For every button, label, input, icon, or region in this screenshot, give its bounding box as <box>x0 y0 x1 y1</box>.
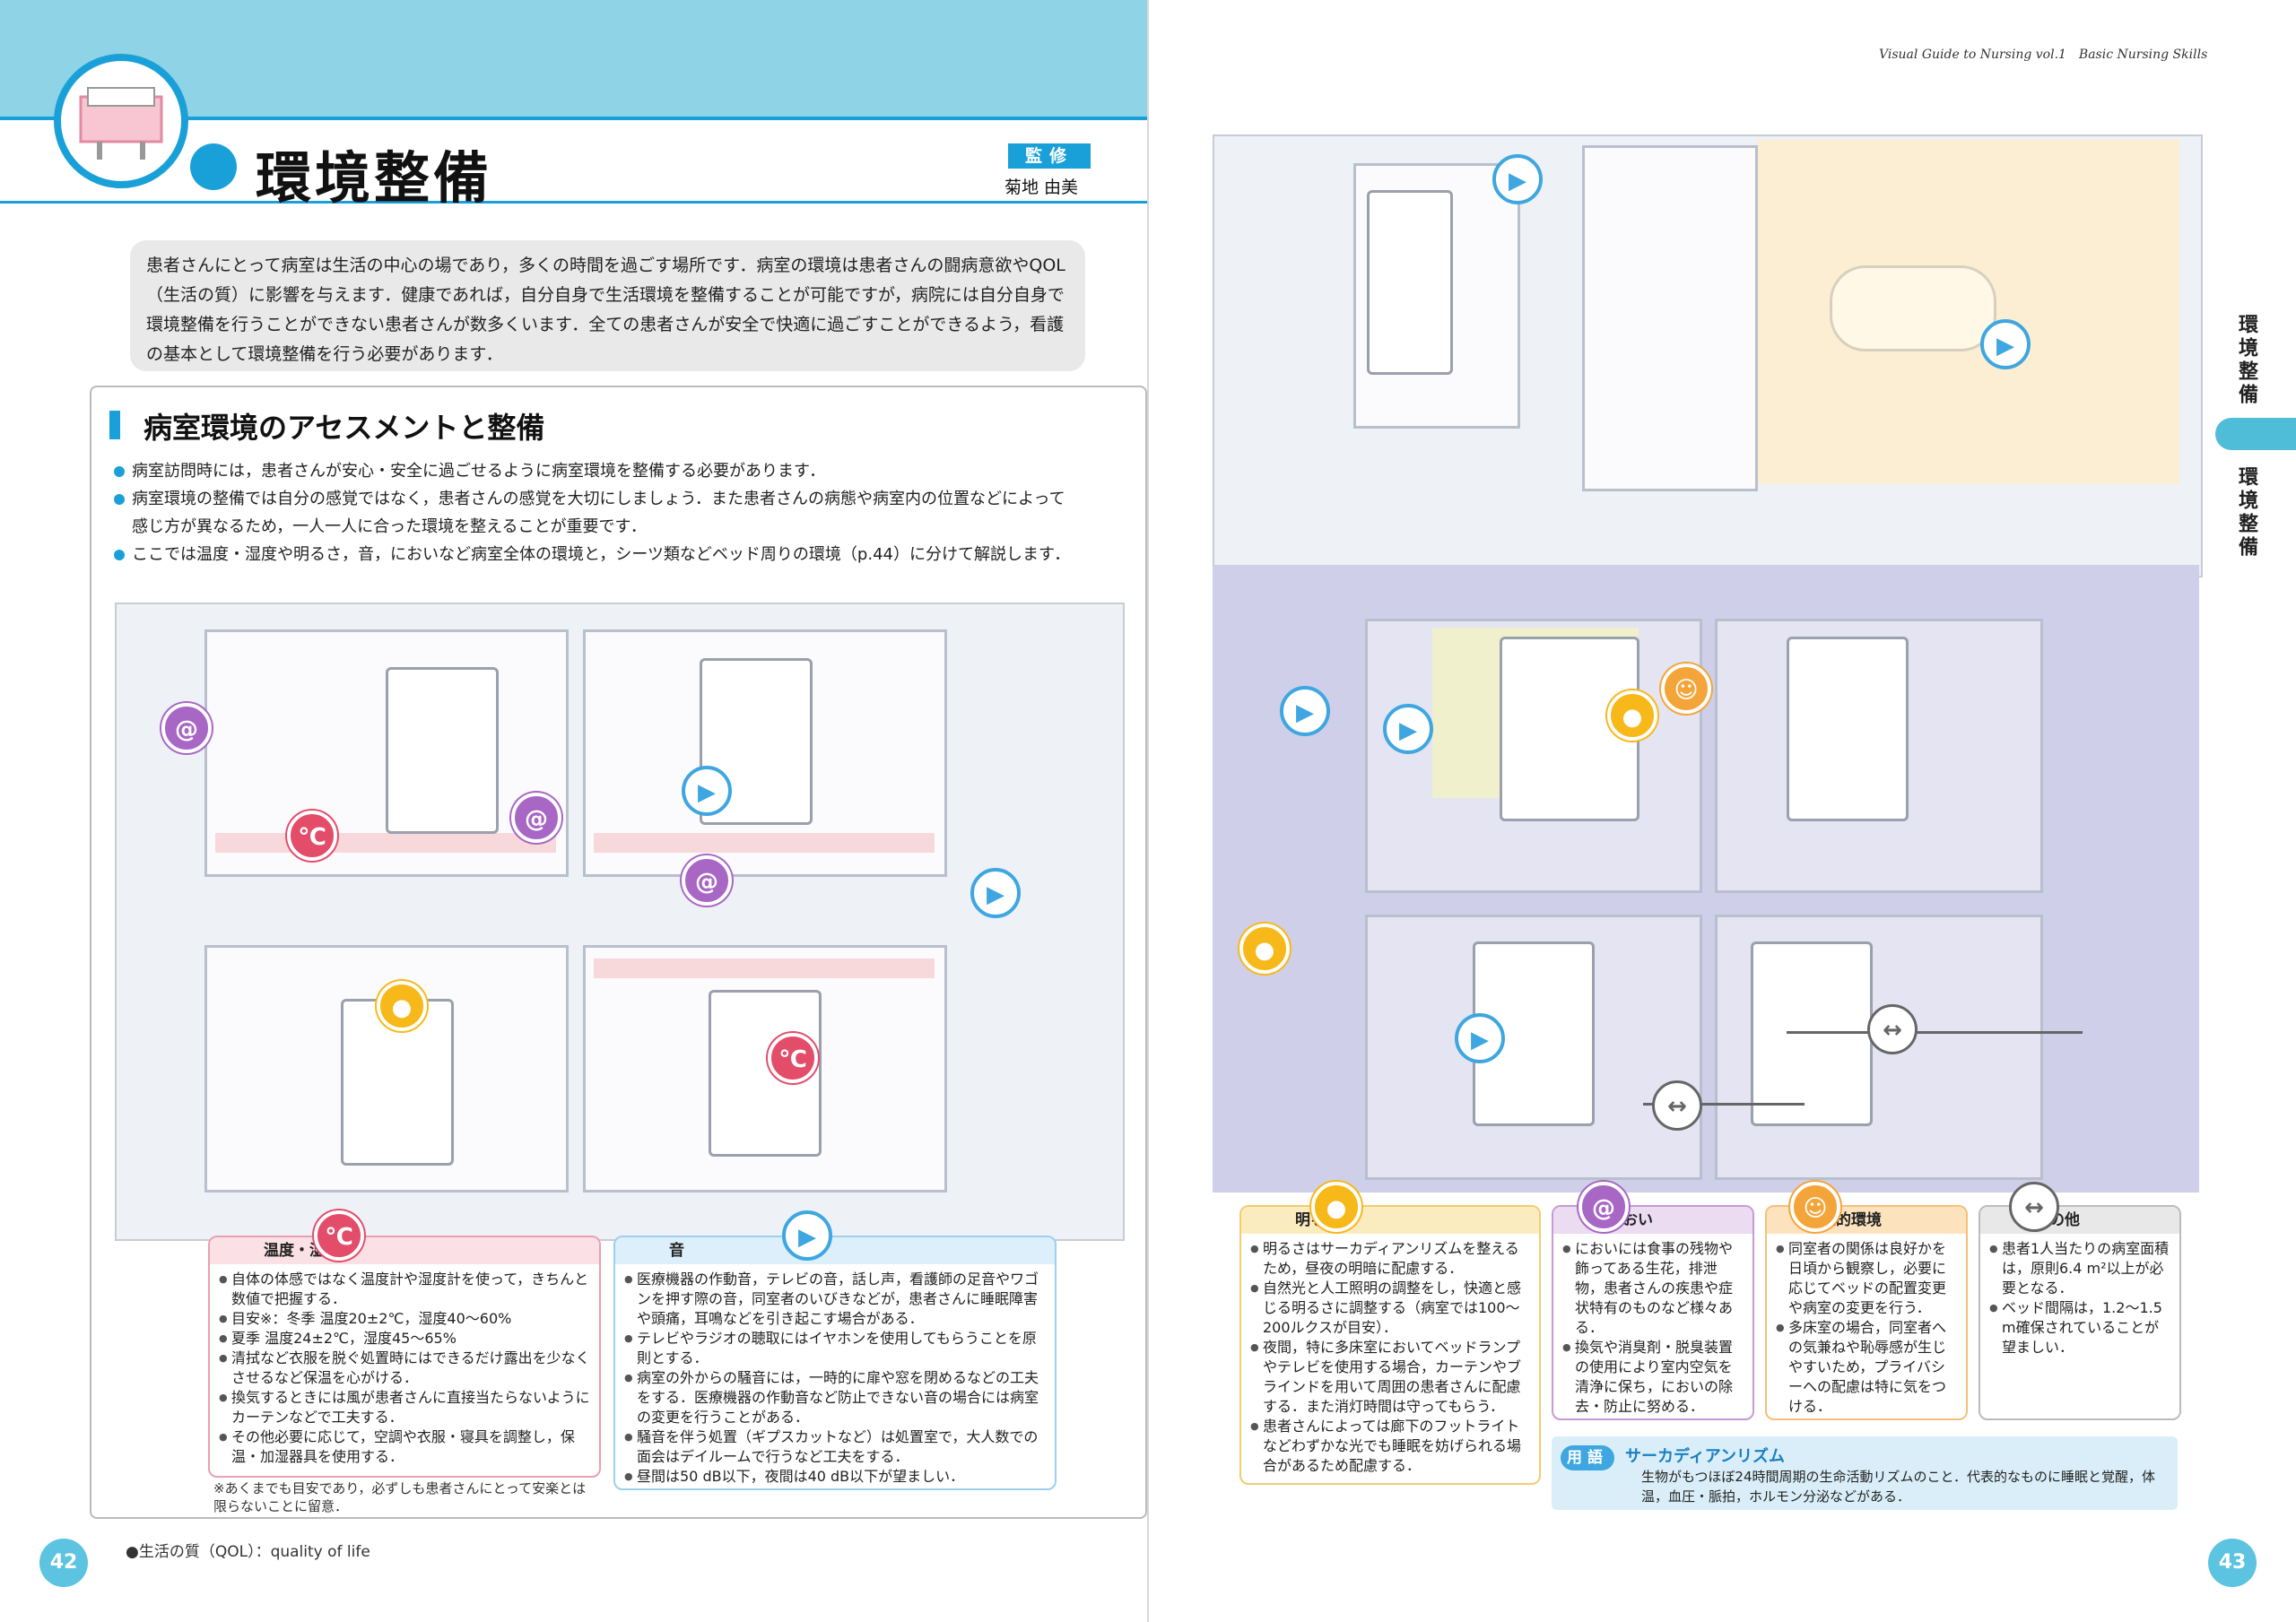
bullet-item: 病室環境の整備では自分の感覚ではなく，患者さんの感覚を大切にしましょう．また患者… <box>112 485 1081 541</box>
temp-item: 清拭など衣服を脱ぐ処置時にはできるだけ露出を少なくさせるなど保温を心がける． <box>219 1349 590 1388</box>
speaker-icon: ▶ <box>1492 154 1543 204</box>
bullet-item: 病室訪問時には，患者さんが安心・安全に過ごせるように病室環境を整備する必要があり… <box>112 457 1081 485</box>
distance-icon: ↔ <box>1867 1004 1918 1054</box>
side-tab-label: 環境整備 <box>2235 314 2257 407</box>
glossary-text: 生物がもつほぼ24時間周期の生命活動リズムのこと．代表的なものに睡眠と覚醒，体温… <box>1641 1469 2156 1505</box>
sound-item: 病室の外からの騒音には，一時的に扉や窓を閉めるなどの工夫をする．医療機器の作動音… <box>624 1368 1046 1427</box>
thermometer-icon: ℃ <box>768 1033 818 1083</box>
page-number-right: 43 <box>2208 1539 2257 1587</box>
day-room: ▶ <box>1758 140 2179 484</box>
ward-floor-plan-right: ▶ ▶ ☺ ● ● ▶ ↔ ↔ <box>1213 565 2199 1193</box>
odor-swirl-icon: @ <box>1578 1182 1629 1232</box>
curtain <box>594 958 935 978</box>
page-number-left: 42 <box>39 1539 88 1587</box>
glossary-badge: 用語 <box>1561 1445 1614 1470</box>
bed <box>1500 637 1639 821</box>
sound-item: テレビやラジオの聴取にはイヤホンを使用してもらうことを原則とする． <box>624 1329 1046 1368</box>
distance-arrow <box>1643 1103 1805 1106</box>
footnote: ●生活の質（QOL）：quality of life <box>126 1543 370 1561</box>
distance-arrow <box>1787 1031 2083 1034</box>
section-bullets: 病室訪問時には，患者さんが安心・安全に過ごせるように病室環境を整備する必要があり… <box>112 457 1081 568</box>
bed <box>709 990 822 1157</box>
curtain <box>594 833 935 853</box>
bed-illustration-icon <box>54 54 188 188</box>
light-item: 自然光と人工照明の調整をし，快適と感じる明るさに調整する（病室では100〜200… <box>1250 1279 1530 1338</box>
glossary-box <box>1552 1436 2178 1510</box>
sound-item: 医療機器の作動音，テレビの音，話し声，看護師の足音やワゴンを押す際の音，同室者の… <box>624 1270 1046 1329</box>
temp-box: 温度・湿度 自体の体感ではなく温度計や湿度計を使って，きちんと数値で把握する． … <box>208 1236 601 1478</box>
side-tab-label: 環境整備 <box>2235 466 2257 559</box>
odor-swirl-icon: @ <box>511 793 561 843</box>
page-title: 環境整備 <box>256 145 493 211</box>
lamp-icon: ● <box>1239 924 1290 974</box>
sound-item: 騒音を伴う処置（ギプスカットなど）は処置室で，大人数での面会はデイルームで行うな… <box>624 1427 1046 1467</box>
speaker-icon: ▶ <box>782 1210 832 1261</box>
people-icon: ☺ <box>1661 664 1711 714</box>
light-item: 夜間，特に多床室においてベッドランプやテレビを使用する場合，カーテンやブラインド… <box>1250 1338 1530 1417</box>
thermometer-icon: ℃ <box>287 811 337 861</box>
speaker-icon: ▶ <box>1280 686 1330 736</box>
other-item: 患者1人当たりの病室面積は，原則6.4 m²以上が必要となる． <box>1989 1239 2170 1298</box>
sound-item: 昼間は50 dB以下，夜間は40 dB以下が望ましい． <box>624 1467 1046 1487</box>
corridor-cabinet <box>1582 145 1758 491</box>
distance-icon: ↔ <box>1652 1080 1702 1131</box>
light-item: 患者さんによっては廊下のフットライトなどわずかな光でも睡眠を妨げられる場合がある… <box>1250 1417 1530 1476</box>
temp-item: その他必要に応じて，空調や衣服・寝具を調整し，保温・加湿器具を使用する． <box>219 1427 590 1467</box>
bullet-item: ここでは温度・湿度や明るさ，音，においなど病室全体の環境と，シーツ類などベッド周… <box>112 541 1081 568</box>
header-line <box>0 117 1148 120</box>
odor-swirl-icon: @ <box>682 855 732 906</box>
title-underline <box>0 201 1148 204</box>
temp-box-title: 温度・湿度 <box>210 1237 599 1264</box>
odor-item: においには食事の残物や飾ってある生花，排泄物，患者さんの疾患や症状特有のものなど… <box>1562 1239 1744 1338</box>
human-box: 人的環境 同室者の関係は良好かを日頃から観察し，必要に応じてベッドの配置変更や病… <box>1765 1205 1968 1420</box>
glossary-title: サーカディアンリズム <box>1625 1447 1786 1466</box>
lamp-icon: ● <box>1311 1182 1361 1232</box>
speaker-icon: ▶ <box>682 766 732 816</box>
intro-text: 患者さんにとって病室は生活の中心の場であり，多くの時間を過ごす場所です．病室の環… <box>130 240 1085 371</box>
title-bullet <box>190 143 237 190</box>
distance-icon: ↔ <box>2009 1182 2059 1232</box>
light-box-title: 明るさ <box>1241 1207 1539 1234</box>
bed <box>1787 637 1909 821</box>
speaker-icon: ▶ <box>970 868 1021 918</box>
speaker-icon: ▶ <box>1383 704 1433 754</box>
lamp-icon: ● <box>377 981 427 1031</box>
header-band <box>0 0 1148 117</box>
bed <box>1367 190 1453 375</box>
temp-item: 換気するときには風が患者さんに直接当たらないようにカーテンなどで工夫する． <box>219 1388 590 1427</box>
temp-item: 自体の体感ではなく温度計や湿度計を使って，きちんと数値で把握する． <box>219 1270 590 1309</box>
temp-item: 目安※：冬季 温度20±2℃，湿度40〜60% <box>219 1309 590 1329</box>
supervisor-badge: 監修 <box>1008 143 1091 169</box>
running-title: Visual Guide to Nursing vol.1 Basic Nurs… <box>1879 48 2208 62</box>
ward-floor-plan-left: @ ℃ @ ▶ @ ▶ ● ℃ <box>115 603 1125 1241</box>
sound-box: 音 医療機器の作動音，テレビの音，話し声，看護師の足音やワゴンを押す際の音，同室… <box>613 1236 1057 1490</box>
sound-box-title: 音 <box>615 1237 1055 1264</box>
light-item: 明るさはサーカディアンリズムを整えるため，昼夜の明暗に配慮する． <box>1250 1239 1530 1279</box>
section-bar <box>109 411 120 439</box>
bed <box>386 667 499 834</box>
speaker-icon: ▶ <box>1980 319 2031 369</box>
side-tab <box>2215 418 2296 450</box>
human-item: 同室者の関係は良好かを日頃から観察し，必要に応じてベッドの配置変更や病室の変更を… <box>1776 1239 1957 1318</box>
page-gutter <box>1147 0 1149 1622</box>
thermometer-icon: ℃ <box>314 1210 364 1261</box>
curtain <box>215 833 556 853</box>
other-box: その他 患者1人当たりの病室面積は，原則6.4 m²以上が必要となる． ベッド間… <box>1979 1205 2181 1420</box>
speaker-icon: ▶ <box>1455 1013 1505 1063</box>
temp-note: ※あくまでも目安であり，必ずしも患者さんにとって安楽とは限らないことに留意． <box>213 1480 587 1514</box>
supervisor-name: 菊地 由美 <box>1004 178 1079 197</box>
table <box>1830 265 1996 351</box>
light-box: 明るさ 明るさはサーカディアンリズムを整えるため，昼夜の明暗に配慮する． 自然光… <box>1239 1205 1541 1485</box>
section-title: 病室環境のアセスメントと整備 <box>144 411 545 445</box>
human-item: 多床室の場合，同室者への気兼ねや恥辱感が生じやすいため，プライバシーへの配慮は特… <box>1776 1318 1957 1417</box>
odor-box: におい においには食事の残物や飾ってある生花，排泄物，患者さんの疾患や症状特有の… <box>1552 1205 1754 1420</box>
odor-swirl-icon: @ <box>161 703 212 753</box>
other-item: ベッド間隔は，1.2〜1.5 m確保されていることが望ましい． <box>1989 1298 2170 1357</box>
bed <box>1751 941 1873 1126</box>
odor-item: 換気や消臭剤・脱臭装置の使用により室内空気を清浄に保ち，においの除去・防止に努め… <box>1562 1338 1744 1417</box>
people-icon: ☺ <box>1790 1182 1840 1232</box>
lamp-icon: ● <box>1607 690 1657 741</box>
temp-item: 夏季 温度24±2℃，湿度45〜65% <box>219 1329 590 1349</box>
